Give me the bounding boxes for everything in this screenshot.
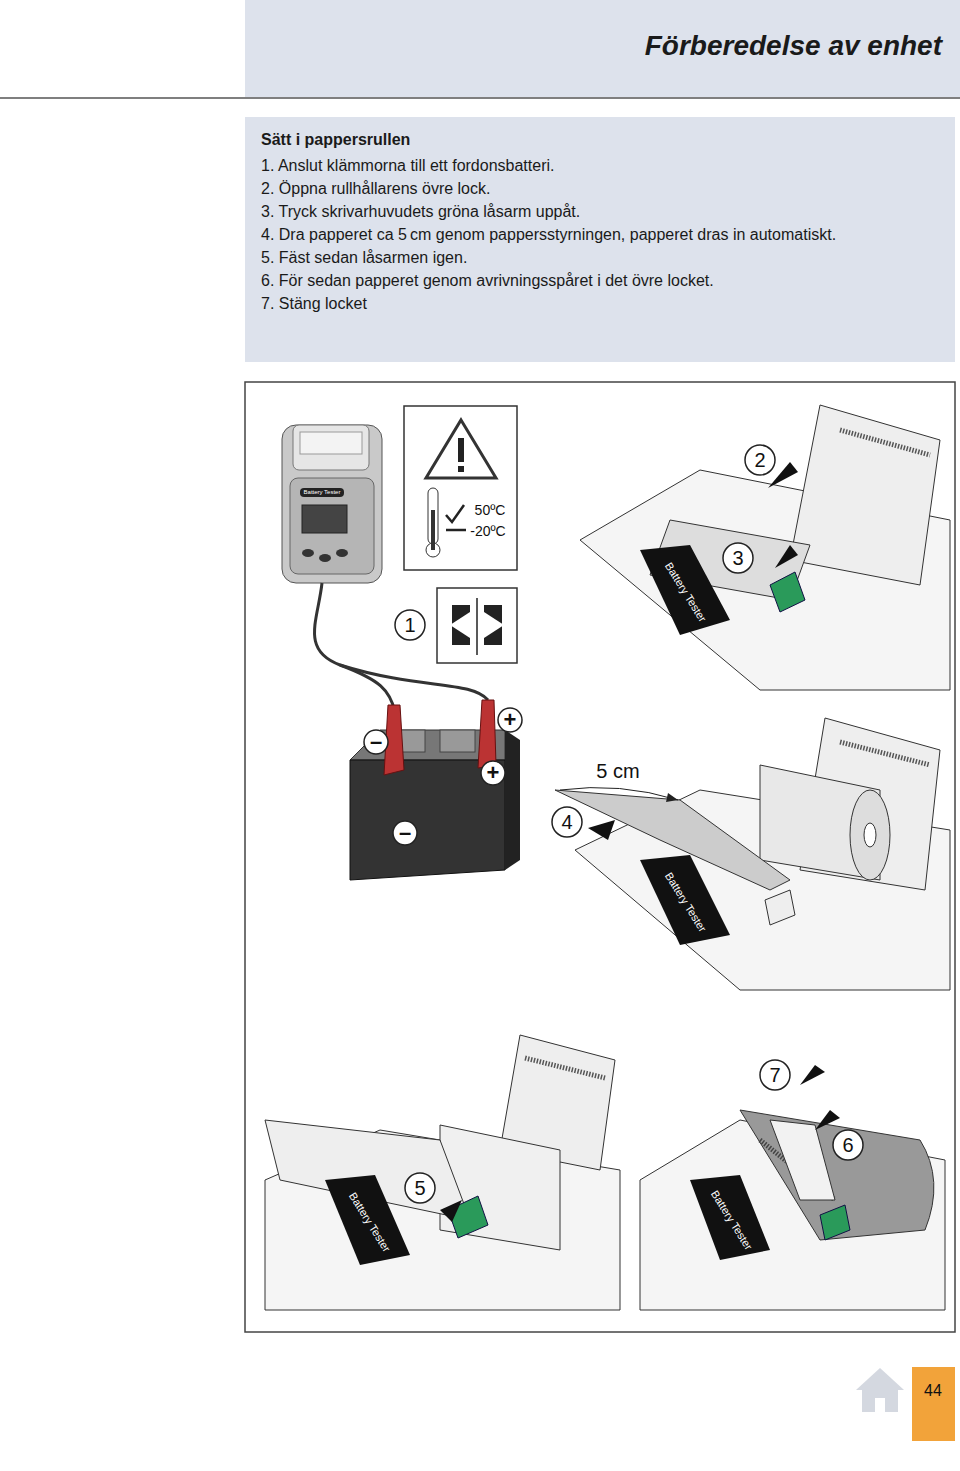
- step-text: 1. Anslut klämmorna till ett fordonsbatt…: [261, 156, 939, 176]
- step-text: 2. Öppna rullhållarens övre lock.: [261, 179, 939, 199]
- panel-heading: Sätt i pappersrullen: [261, 127, 939, 153]
- polarity-sign: +: [504, 707, 517, 733]
- step-text: 3. Tryck skrivarhuvudets gröna låsarm up…: [261, 202, 939, 222]
- polarity-sign: +: [487, 760, 500, 786]
- page-title: Förberedelse av enhet: [645, 30, 942, 62]
- instruction-panel: Sätt i pappersrullen 1. Anslut klämmorna …: [245, 117, 955, 362]
- polarity-sign: –: [399, 820, 411, 846]
- dimension-label: 5 cm: [596, 760, 639, 783]
- callout-number: 3: [732, 547, 743, 570]
- callout-number: 6: [842, 1134, 853, 1157]
- callout-number: 7: [769, 1064, 780, 1087]
- callout-number: 5: [414, 1177, 425, 1200]
- callout-number: 1: [404, 614, 415, 637]
- step-text: 7. Stäng locket: [261, 294, 939, 314]
- step-text: 6. För sedan papperet genom avrivningssp…: [261, 271, 939, 291]
- temperature-label: 50ºC: [475, 502, 506, 518]
- callout-number: 2: [754, 449, 765, 472]
- page-number: 44: [924, 1382, 942, 1400]
- step-text: 5. Fäst sedan låsarmen igen.: [261, 248, 939, 268]
- temperature-label: -20ºC: [470, 523, 505, 539]
- callout-number: 4: [561, 811, 572, 834]
- brand-text: Battery Tester: [304, 489, 341, 495]
- step-text: 4. Dra papperet ca 5 cm genom papperssty…: [261, 225, 939, 245]
- polarity-sign: –: [370, 729, 382, 755]
